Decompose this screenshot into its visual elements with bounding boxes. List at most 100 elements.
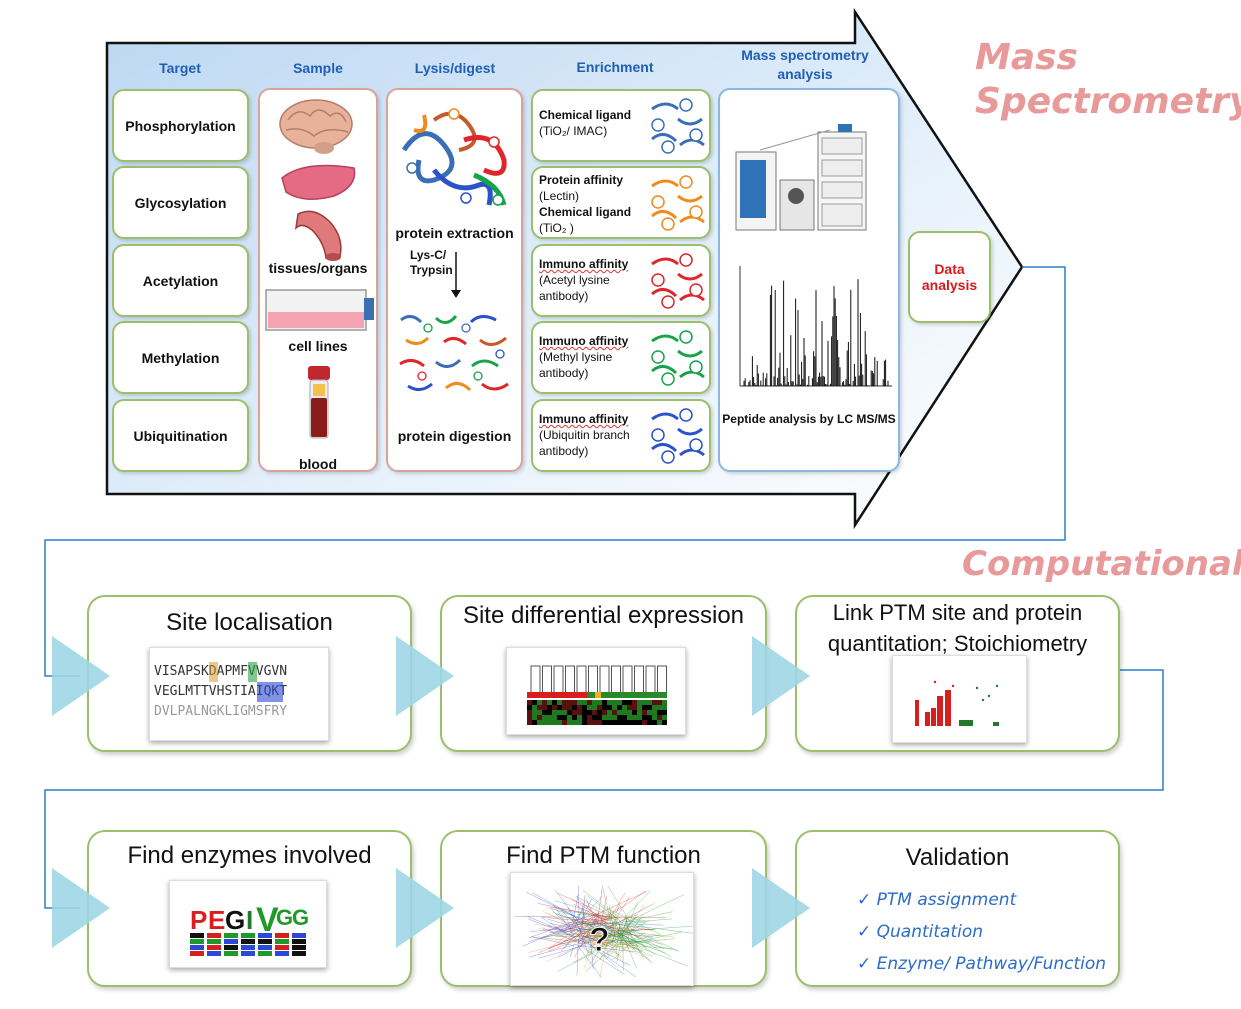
organ-illustrations	[279, 99, 356, 261]
validation-item-label: Quantitation	[876, 922, 984, 942]
enrichment-line1: Immuno affinity	[539, 412, 629, 426]
target-label: Methylation	[141, 349, 220, 366]
protein-tangle-illustration	[401, 108, 507, 206]
connector-line-top	[44, 266, 1066, 677]
data-analysis-line2: analysis	[921, 277, 978, 293]
sample-panel: tissues/organs cell lines blood	[258, 88, 378, 472]
protein-digestion-caption: protein digestion	[397, 428, 512, 444]
lysis-panel: protein extraction Lys-C/ Trypsin protei…	[386, 88, 523, 472]
highlight-k	[209, 662, 218, 682]
brain-icon	[279, 99, 353, 154]
peptide-icon	[651, 98, 705, 154]
enrichment-line2: (TiO₂/ IMAC)	[539, 124, 608, 138]
enzyme-label-line2: Trypsin	[410, 263, 453, 277]
validation-item-3: ✓ Enzyme/ Pathway/Function	[857, 954, 1107, 974]
step-title-line1: Link PTM site and protein	[832, 600, 1083, 625]
enrichment-line1: Chemical ligand	[539, 108, 632, 122]
step-find-enzymes: Find enzymes involved P E G I V G G	[87, 830, 412, 987]
question-mark-icon: ?	[589, 921, 610, 959]
heatmap-dendrogram	[527, 665, 667, 725]
enrichment-line1: Protein affinity	[539, 173, 624, 187]
motif-logo-thumbnail: P E G I V G G	[169, 880, 327, 968]
ms-heading-line1: Mass spectrometry	[741, 47, 869, 63]
motif-letter: G	[292, 905, 309, 930]
enrichment-line1: Immuno affinity	[539, 257, 629, 271]
column-heading-target: Target	[159, 60, 201, 76]
peptide-icon	[651, 175, 705, 231]
motif-letter: G	[276, 905, 293, 930]
network-thumbnail: ?	[510, 872, 694, 986]
liver-icon	[281, 164, 356, 200]
step-find-ptm-function: Find PTM function ?	[440, 830, 767, 987]
down-arrow-icon	[451, 252, 461, 298]
peptide-fragments-illustration	[399, 314, 509, 392]
target-box-acetylation: Acetylation	[112, 244, 249, 317]
flow-triangle-icon	[396, 636, 454, 716]
target-label: Ubiquitination	[133, 427, 228, 444]
enrichment-line3: antibody)	[539, 289, 589, 303]
validation-item-label: PTM assignment	[876, 890, 1017, 910]
mass-spectrum-plot	[739, 266, 892, 387]
highlight-st	[257, 682, 283, 702]
ms-heading-line2: analysis	[777, 66, 833, 82]
step-link-ptm-quantitation: Link PTM site and protein quantitation; …	[795, 595, 1120, 752]
step-site-localisation: Site localisation VISAPSKDAPMFVVGVN VEGL…	[87, 595, 412, 752]
target-label: Phosphorylation	[125, 117, 236, 134]
target-box-ubiquitination: Ubiquitination	[112, 399, 249, 472]
motif-letter: E	[208, 905, 225, 935]
connector-line-middle	[44, 669, 1164, 909]
flow-triangle-icon	[752, 868, 810, 948]
step-validation: Validation ✓ PTM assignment ✓ Quantitati…	[795, 830, 1120, 987]
network-hairball: ?	[514, 885, 693, 978]
data-analysis-line1: Data	[934, 261, 965, 277]
peptide-analysis-caption: Peptide analysis by LC MS/MS	[722, 412, 896, 426]
motif-letter: G	[225, 905, 245, 935]
enrichment-line2: (Methyl lysine	[539, 350, 613, 364]
flow-triangle-icon	[396, 868, 454, 948]
target-box-glycosylation: Glycosylation	[112, 166, 249, 239]
column-heading-sample: Sample	[293, 60, 343, 76]
step-title: Site differential expression	[462, 602, 745, 629]
enrichment-line1: Immuno affinity	[539, 334, 629, 348]
motif-letter: V	[256, 901, 279, 939]
mass-title-line2: Spectrometry	[975, 81, 1241, 122]
step-title-line2: quantitation; Stoichiometry	[827, 631, 1088, 656]
step-title: Find enzymes involved	[127, 842, 372, 869]
target-label: Glycosylation	[134, 194, 227, 211]
stoichiometry-bar-plot	[915, 680, 999, 726]
cell-culture-flask-icon	[265, 289, 374, 331]
blood-caption: blood	[298, 456, 338, 472]
target-box-phosphorylation: Phosphorylation	[112, 89, 249, 162]
data-analysis-box: Data analysis	[908, 231, 991, 323]
flow-triangle-icon	[52, 868, 110, 948]
lc-ms-instrument-icon	[735, 124, 867, 231]
stoichiometry-chart-thumbnail	[892, 655, 1027, 743]
enrichment-line2: (Lectin)	[539, 189, 580, 203]
mass-spec-panel: Peptide analysis by LC MS/MS	[718, 88, 900, 472]
enrichment-line4: (TiO₂ )	[539, 221, 574, 235]
target-label: Acetylation	[142, 272, 219, 289]
sequence-logo-thumbnail: VISAPSKDAPMFVVGVN VEGLMTTVHSTIAIQKT DVLP…	[149, 647, 329, 741]
sequence-row-1: VISAPSKDAPMFVVGVN	[154, 664, 288, 679]
validation-item-label: Enzyme/ Pathway/Function	[876, 954, 1107, 974]
enrichment-line2: (Acetyl lysine	[539, 273, 610, 287]
enrichment-line3: antibody)	[539, 366, 589, 380]
target-box-methylation: Methylation	[112, 321, 249, 394]
cell-lines-caption: cell lines	[288, 338, 348, 354]
column-heading-lysis: Lysis/digest	[414, 60, 496, 76]
enzyme-label-line1: Lys-C/	[410, 248, 447, 262]
computational-title: Computational	[962, 544, 1241, 584]
sequence-row-2: VEGLMTTVHSTIAIQKT	[154, 684, 288, 699]
enzyme-label: Lys-C/ Trypsin	[410, 248, 453, 278]
column-heading-enrichment: Enrichment	[576, 59, 654, 75]
enrichment-line3: Chemical ligand	[539, 205, 632, 219]
step-title: Site localisation	[166, 609, 333, 636]
validation-item-2: ✓ Quantitation	[857, 922, 984, 942]
peptide-icon	[651, 330, 705, 386]
vessel-icon	[294, 210, 342, 261]
blood-tube-icon	[308, 366, 330, 439]
step-title: Link PTM site and protein quantitation; …	[797, 597, 1118, 659]
column-heading-ms: Mass spectrometry analysis	[725, 46, 885, 84]
mass-spectrometry-title: Mass Spectrometry	[975, 36, 1241, 124]
protein-extraction-caption: protein extraction	[395, 225, 514, 241]
